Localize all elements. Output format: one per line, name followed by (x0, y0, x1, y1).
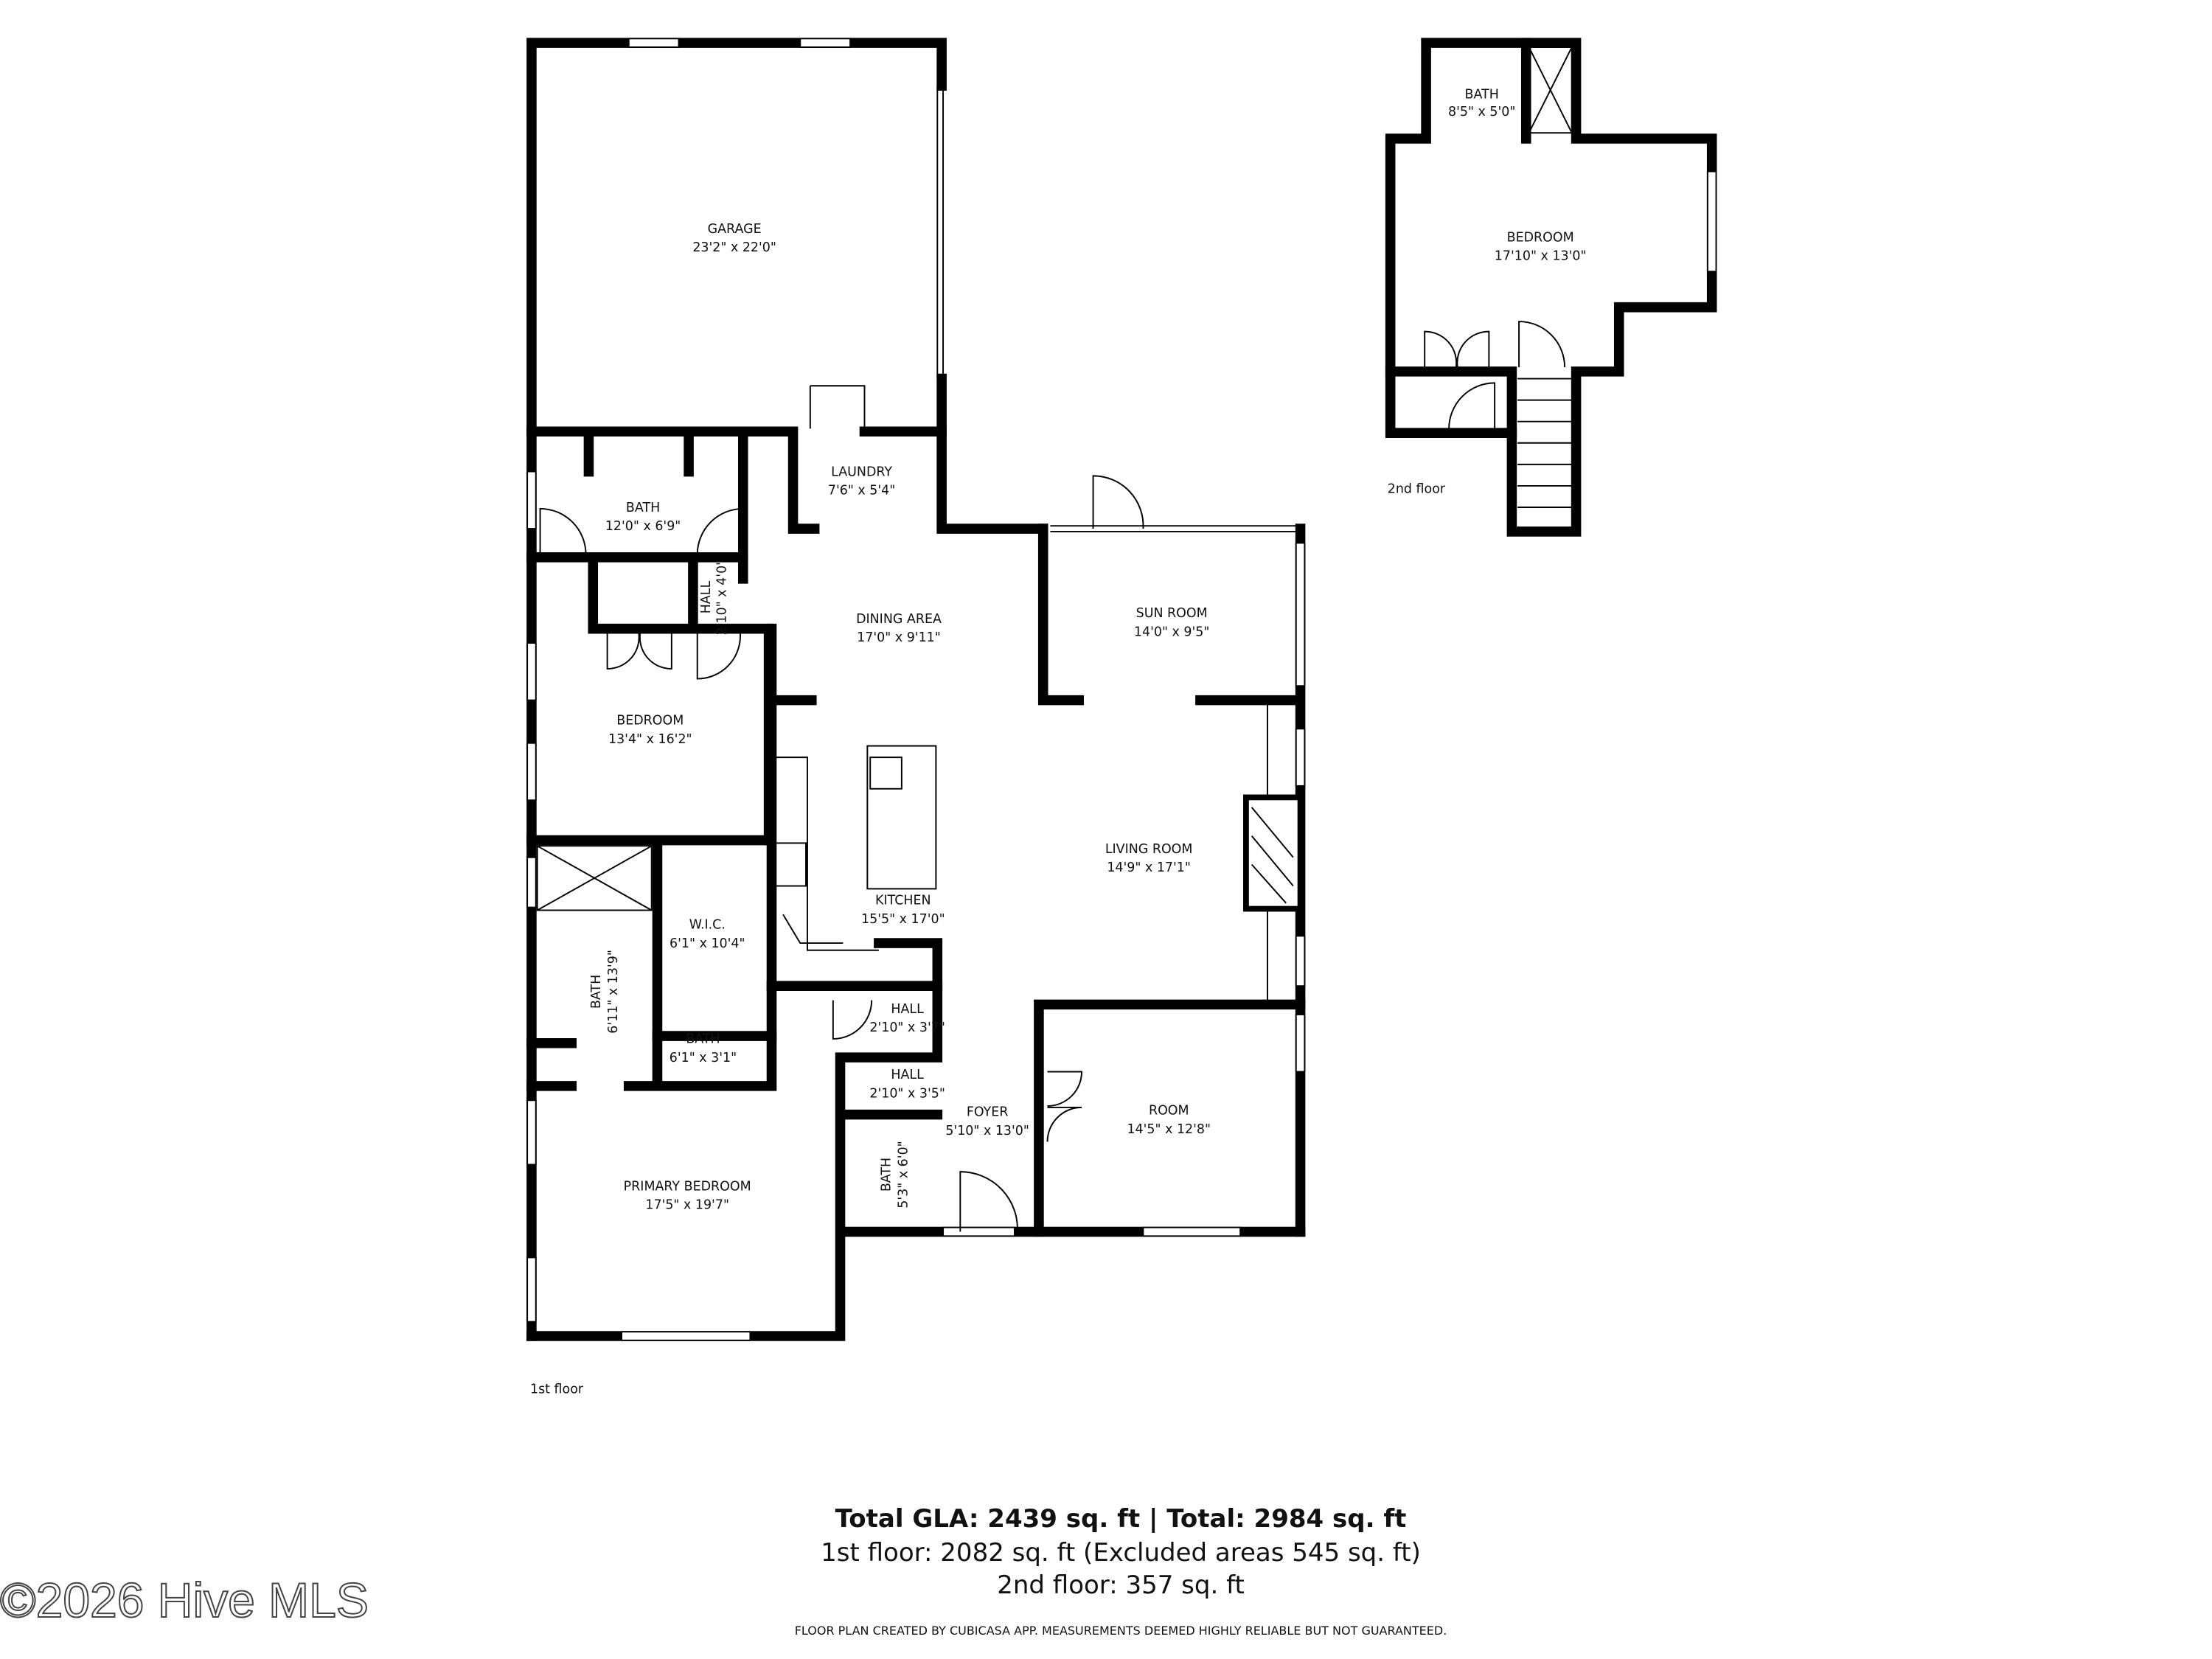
room-dims: 23'2" x 22'0" (692, 240, 776, 255)
first-floor-walls (526, 38, 1306, 1341)
room-name: BATH (589, 975, 604, 1009)
room-name: PRIMARY BEDROOM (624, 1179, 751, 1194)
room-dims: 7'6" x 5'4" (828, 484, 895, 498)
room-dims: 14'5" x 12'8" (1127, 1122, 1211, 1137)
disclaimer: FLOOR PLAN CREATED BY CUBICASA APP. MEAS… (794, 1624, 1447, 1638)
room-name: BATH (1465, 88, 1499, 102)
room-name: BATH (879, 1158, 894, 1192)
room-dims: 2'10" x 3'5" (869, 1086, 945, 1101)
room-dims: 13'4" x 16'2" (608, 732, 692, 747)
room-name: BEDROOM (1507, 231, 1574, 246)
room-name: BEDROOM (616, 714, 684, 728)
room-name: ROOM (1149, 1104, 1189, 1119)
second-floor: BATH 8'5" x 5'0" BEDROOM 17'10" x 13'0" … (1385, 38, 1717, 537)
room-name: BATH (626, 501, 660, 515)
room-name: LAUNDRY (831, 465, 892, 479)
room-name: W.I.C. (689, 918, 726, 933)
room-name: HALL (891, 1068, 924, 1082)
floor-label: 1st floor (530, 1382, 584, 1397)
room-dims: 17'5" x 19'7" (645, 1198, 729, 1213)
room-dims: 14'0" x 9'5" (1134, 625, 1210, 639)
room-name: HALL (891, 1002, 924, 1017)
room-dims: 5'3" x 6'0" (897, 1141, 911, 1208)
room-dims: 2'10" x 4'0" (714, 560, 729, 636)
room-dims: 2'10" x 3'7" (869, 1020, 945, 1035)
first-floor-labels: GARAGE 23'2" x 22'0" BATH 12'0" x 6'9" L… (530, 222, 1211, 1397)
room-dims: 17'10" x 13'0" (1495, 249, 1587, 264)
room-dims: 12'0" x 6'9" (605, 519, 681, 534)
room-name: BATH (686, 1032, 720, 1047)
floor-label: 2nd floor (1388, 482, 1446, 497)
room-name: KITCHEN (875, 894, 931, 908)
room-name: LIVING ROOM (1105, 842, 1193, 857)
room-dims: 5'10" x 13'0" (945, 1124, 1029, 1138)
room-name: DINING AREA (856, 612, 942, 627)
room-name: HALL (699, 581, 714, 614)
room-dims: 6'1" x 3'1" (669, 1051, 737, 1065)
room-name: FOYER (967, 1105, 1009, 1120)
room-name: GARAGE (708, 222, 762, 237)
second-floor-area: 2nd floor: 357 sq. ft (997, 1571, 1245, 1600)
watermark: ©2026 Hive MLS (0, 1572, 369, 1628)
room-dims: 6'1" x 10'4" (669, 936, 745, 951)
room-dims: 6'11" x 13'9" (606, 950, 621, 1034)
first-floor-area: 1st floor: 2082 sq. ft (Excluded areas 5… (821, 1538, 1421, 1568)
room-name: SUN ROOM (1136, 606, 1208, 621)
room-dims: 15'5" x 17'0" (861, 912, 945, 927)
room-dims: 17'0" x 9'11" (857, 630, 941, 645)
room-dims: 14'9" x 17'1" (1107, 860, 1191, 875)
total-area: Total GLA: 2439 sq. ft | Total: 2984 sq.… (835, 1504, 1407, 1534)
room-dims: 8'5" x 5'0" (1448, 105, 1515, 119)
